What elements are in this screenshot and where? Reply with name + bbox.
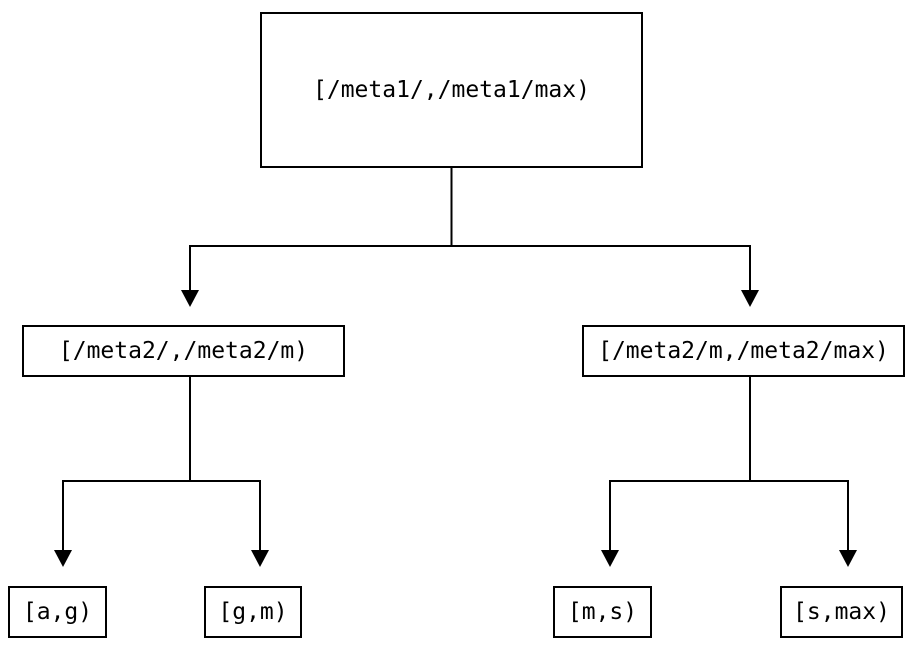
- node-leaf-m-s: [m,s): [553, 586, 652, 638]
- node-meta2-right-range: [/meta2/m,/meta2/max): [582, 325, 905, 377]
- arrowhead-down-icon: [601, 550, 619, 567]
- arrowhead-down-icon: [181, 290, 199, 307]
- edge-root-to-level2: [189, 168, 751, 292]
- edge-l2a-to-leaves: [62, 377, 261, 552]
- node-leaf-s-max: [s,max): [780, 586, 903, 638]
- node-meta2-left-range: [/meta2/,/meta2/m): [22, 325, 345, 377]
- arrowhead-down-icon: [741, 290, 759, 307]
- arrowhead-down-icon: [839, 550, 857, 567]
- node-leaf-g-m: [g,m): [204, 586, 302, 638]
- edge-l2b-to-leaves: [609, 377, 849, 552]
- arrowhead-down-icon: [251, 550, 269, 567]
- arrowhead-down-icon: [54, 550, 72, 567]
- node-leaf-a-g: [a,g): [8, 586, 107, 638]
- node-root-meta1-range: [/meta1/,/meta1/max): [260, 12, 643, 168]
